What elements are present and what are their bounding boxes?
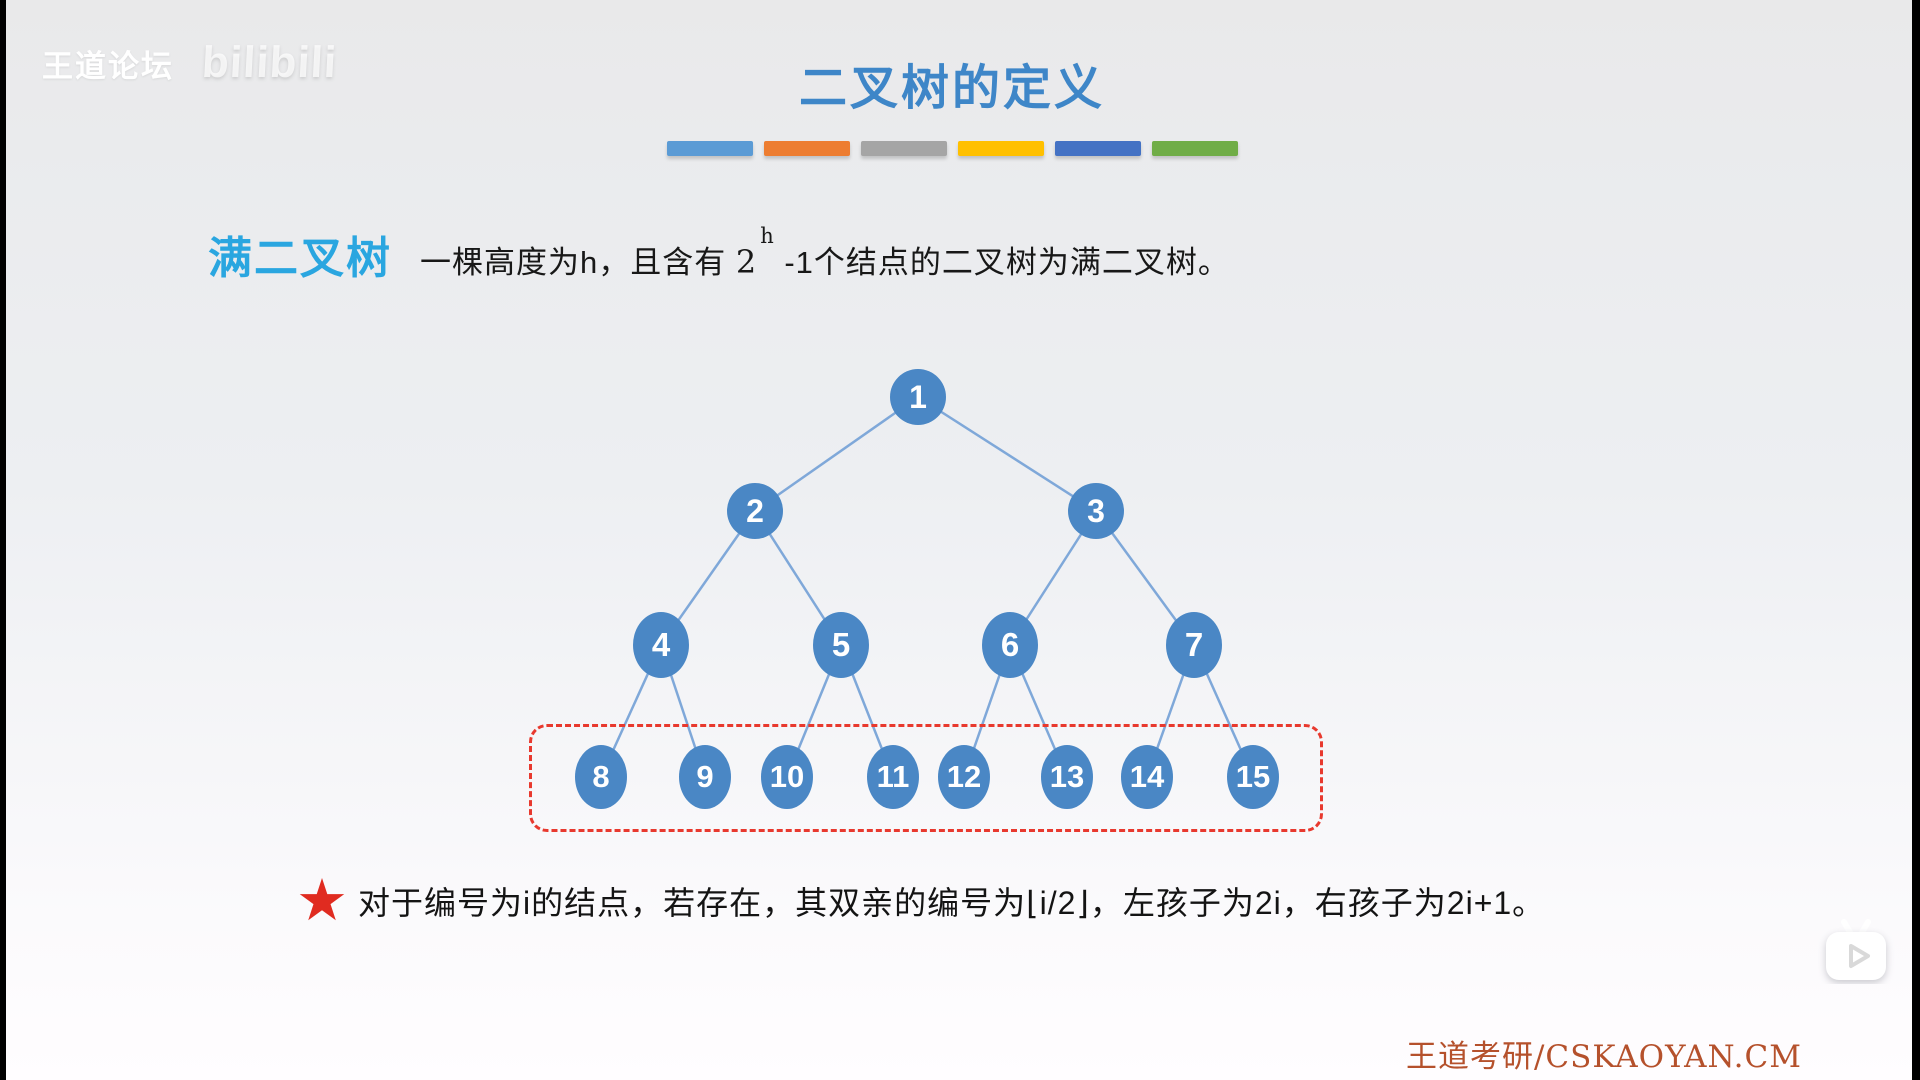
full-binary-tree-definition: 满二叉树 一棵高度为h，且含有 2h -1个结点的二叉树为满二叉树。 (208, 222, 1230, 286)
divider-bar-orange (763, 141, 850, 156)
divider-bar-blue (666, 141, 753, 156)
divider-bar-gray (860, 141, 947, 156)
term-label: 满二叉树 (208, 234, 392, 283)
tree-node-10: 10 (761, 745, 813, 809)
page-title: 二叉树的定义 (798, 62, 1105, 115)
left-letterbox-border (0, 0, 6, 1080)
numbering-property-note: ★ 对于编号为i的结点，若存在，其双亲的编号为⌊i/2⌋，左孩子为2i，右孩子为… (296, 872, 1545, 930)
edge-1-3 (917, 395, 1097, 513)
tree-node-11: 11 (867, 745, 919, 809)
tree-node-3: 3 (1068, 483, 1124, 539)
exponent: h (760, 224, 775, 248)
definition-text-after: -1个结点的二叉树为满二叉树。 (774, 245, 1230, 280)
tree-node-7: 7 (1166, 612, 1222, 678)
tree-node-15: 15 (1227, 745, 1279, 809)
watermark: 王道论坛 bilibili (42, 38, 338, 88)
definition-text: 一棵高度为h，且含有 2h -1个结点的二叉树为满二叉树。 (420, 224, 1230, 282)
brand-footer: 王道考研/CSKAOYAN.CM (1405, 1039, 1802, 1075)
title-divider (0, 141, 1904, 156)
right-letterbox-border (1912, 0, 1920, 1080)
tree-node-5: 5 (813, 612, 869, 678)
tree-node-1: 1 (890, 369, 946, 425)
power-expression: 2h (735, 224, 775, 281)
wangdao-forum-watermark: 王道论坛 (42, 48, 174, 84)
tree-node-2: 2 (727, 483, 783, 539)
divider-bar-green (1151, 141, 1238, 156)
note-text: 对于编号为i的结点，若存在，其双亲的编号为⌊i/2⌋，左孩子为2i，右孩子为2i… (358, 885, 1546, 921)
bilibili-tv-play-icon[interactable] (1818, 912, 1896, 984)
tree-node-13: 13 (1041, 745, 1093, 809)
star-icon: ★ (296, 868, 348, 933)
tree-node-12: 12 (938, 745, 990, 809)
definition-text-before: 一棵高度为h，且含有 (420, 245, 736, 280)
divider-bar-darkblue (1054, 141, 1141, 156)
tree-node-6: 6 (982, 612, 1038, 678)
tree-node-14: 14 (1121, 745, 1173, 809)
edge-1-2 (754, 395, 919, 513)
tree-node-4: 4 (633, 612, 689, 678)
tree-node-8: 8 (575, 745, 627, 809)
leaf-row-highlight-box (529, 724, 1323, 832)
divider-bar-yellow (957, 141, 1044, 156)
tree-node-9: 9 (679, 745, 731, 809)
